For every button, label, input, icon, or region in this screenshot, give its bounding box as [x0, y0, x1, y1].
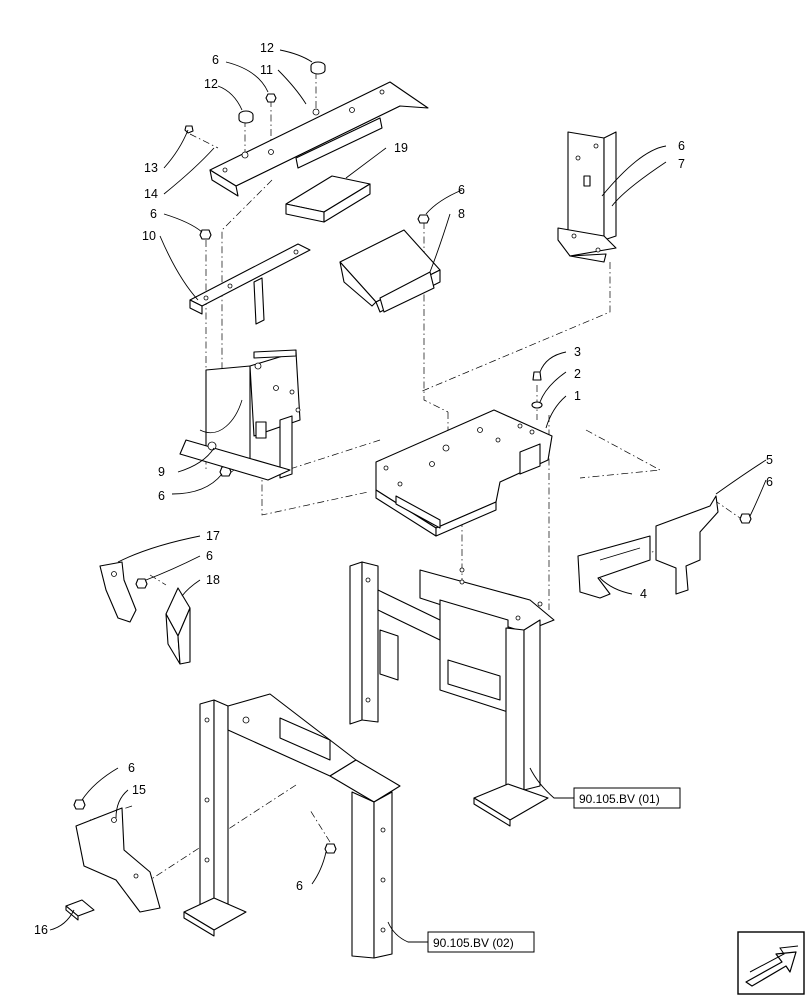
callout-16: 16 — [34, 923, 48, 937]
callout-6a: 6 — [212, 53, 219, 67]
callout-6g: 6 — [206, 549, 213, 563]
callout-6d: 6 — [678, 139, 685, 153]
callout-19: 19 — [394, 141, 408, 155]
part-8-cover — [339, 229, 441, 313]
callout-2: 2 — [574, 367, 581, 381]
callout-6h: 6 — [128, 761, 135, 775]
callout-11: 11 — [260, 63, 273, 77]
callout-6f: 6 — [766, 475, 773, 489]
callout-12b: 12 — [204, 77, 218, 91]
callout-12a: 12 — [260, 41, 274, 55]
frame-01-structure — [349, 561, 555, 827]
callout-8: 8 — [458, 207, 465, 221]
callout-6i: 6 — [296, 879, 303, 893]
callout-17: 17 — [206, 529, 220, 543]
frame-02-structure — [183, 693, 401, 959]
part-4-side-cover — [577, 535, 651, 599]
callout-6b: 6 — [150, 207, 157, 221]
callout-15: 15 — [132, 783, 146, 797]
part-10-bracket — [189, 243, 311, 325]
part-11-top-bracket — [209, 81, 429, 197]
callout-13: 13 — [144, 161, 158, 175]
part-17-clip — [99, 561, 137, 623]
callout-1: 1 — [574, 389, 581, 403]
part-12-caps — [238, 61, 326, 124]
callout-9: 9 — [158, 465, 165, 479]
reference-label-02: 90.105.BV (02) — [433, 936, 514, 950]
callout-numbers: 12 6 11 12 13 14 19 6 10 6 8 6 7 3 2 1 9… — [34, 41, 773, 937]
leader-lines — [49, 49, 767, 943]
reference-box-01[interactable]: 90.105.BV (01) — [573, 787, 681, 809]
part-9-mount-assembly — [179, 349, 301, 481]
callout-3: 3 — [574, 345, 581, 359]
part-18-pad — [165, 587, 191, 665]
part-7-upright-bracket — [557, 131, 617, 263]
callout-5: 5 — [766, 453, 773, 467]
callout-6e: 6 — [158, 489, 165, 503]
part-15-guard — [75, 807, 161, 913]
callout-14: 14 — [144, 187, 158, 201]
part-19-pad — [285, 175, 371, 223]
next-page-arrow-icon[interactable] — [737, 931, 805, 995]
callout-10: 10 — [142, 229, 156, 243]
callout-7: 7 — [678, 157, 685, 171]
callout-4: 4 — [640, 587, 647, 601]
part-1-main-plate — [375, 409, 553, 537]
reference-label-01: 90.105.BV (01) — [579, 792, 660, 806]
callout-18: 18 — [206, 573, 220, 587]
reference-box-02[interactable]: 90.105.BV (02) — [427, 931, 535, 953]
part-5-side-cover — [655, 495, 719, 595]
callout-6c: 6 — [458, 183, 465, 197]
